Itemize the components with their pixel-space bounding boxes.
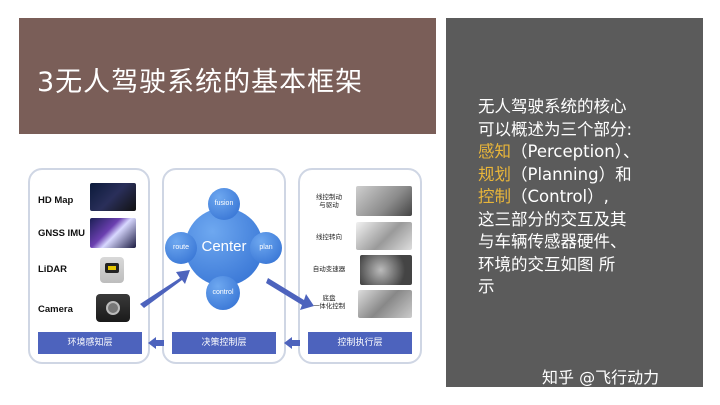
sensor-label-hdmap: HD Map: [38, 195, 74, 206]
title-banner: 3无人驾驶系统的基本框架: [19, 18, 436, 134]
framework-diagram: HD Map GNSS IMU LiDAR Camera 环境感知层 Cente…: [28, 166, 423, 366]
desc-line-2: 可以概述为三个部分:: [478, 119, 633, 139]
lidar-image: [100, 257, 124, 283]
sensor-label-gnss: GNSS IMU: [38, 228, 85, 239]
arrow-left-footer-2: [284, 337, 300, 349]
perception-highlight: 感知: [478, 142, 511, 161]
actuator-label-chassis: 底盘 一体化控制: [306, 294, 352, 310]
control-node: control: [206, 276, 240, 310]
fusion-node: fusion: [208, 188, 240, 220]
arrows-layer: [140, 270, 314, 349]
zhihu-watermark: 知乎 @飞行动力: [542, 368, 660, 387]
hdmap-image: [90, 183, 136, 211]
plan-node: plan: [250, 232, 282, 264]
brake-pedal-image: [356, 186, 412, 216]
slide-title: 3无人驾驶系统的基本框架: [37, 67, 364, 98]
desc-line-7: 与车辆传感器硬件、: [478, 232, 627, 251]
desc-line-control: 控制（Control）,: [478, 186, 698, 209]
transmission-image: [360, 255, 412, 285]
actuator-chassis-text: 底盘 一体化控制: [312, 294, 346, 310]
planning-highlight: 规划: [478, 164, 511, 184]
actuator-label-steer: 线控转向: [316, 233, 342, 241]
arrow-up-right: [140, 270, 190, 308]
arrow-down-right: [266, 278, 314, 310]
actuator-label-trans: 自动变速器: [312, 265, 346, 273]
sensor-label-lidar: LiDAR: [38, 264, 68, 275]
description-text: 无人驾驶系统的核心 可以概述为三个部分: 感知（Perception）、 规划（…: [478, 96, 698, 299]
perception-en: （Perception）、: [511, 142, 640, 161]
footer-execution: 控制执行层: [308, 332, 412, 354]
desc-line-perception: 感知（Perception）、: [478, 141, 698, 164]
control-highlight: 控制: [478, 187, 511, 206]
footer-decision: 决策控制层: [172, 332, 276, 354]
camera-image: [96, 294, 130, 322]
route-node: route: [165, 232, 197, 264]
desc-line-planning: 规划（Planning）和: [478, 164, 698, 187]
gnss-imu-image: [90, 218, 136, 248]
desc-line-8: 环境的交互如图 所: [478, 254, 616, 274]
description-panel: 无人驾驶系统的核心 可以概述为三个部分: 感知（Perception）、 规划（…: [446, 18, 703, 387]
planning-en: （Planning）和: [511, 164, 632, 184]
chassis-image: [358, 290, 412, 318]
control-en: （Control）,: [511, 187, 609, 206]
steering-image: [356, 222, 412, 250]
desc-line-1: 无人驾驶系统的核心: [478, 97, 627, 116]
arrow-left-footer-1: [148, 337, 164, 349]
actuator-label-brake: 线控制动 与驱动: [306, 193, 352, 209]
actuator-brake-text: 线控制动 与驱动: [316, 193, 342, 209]
desc-line-6: 这三部分的交互及其: [478, 209, 627, 229]
footer-perception: 环境感知层: [38, 332, 142, 354]
desc-line-9: 示: [478, 277, 495, 296]
sensor-label-camera: Camera: [38, 304, 73, 315]
